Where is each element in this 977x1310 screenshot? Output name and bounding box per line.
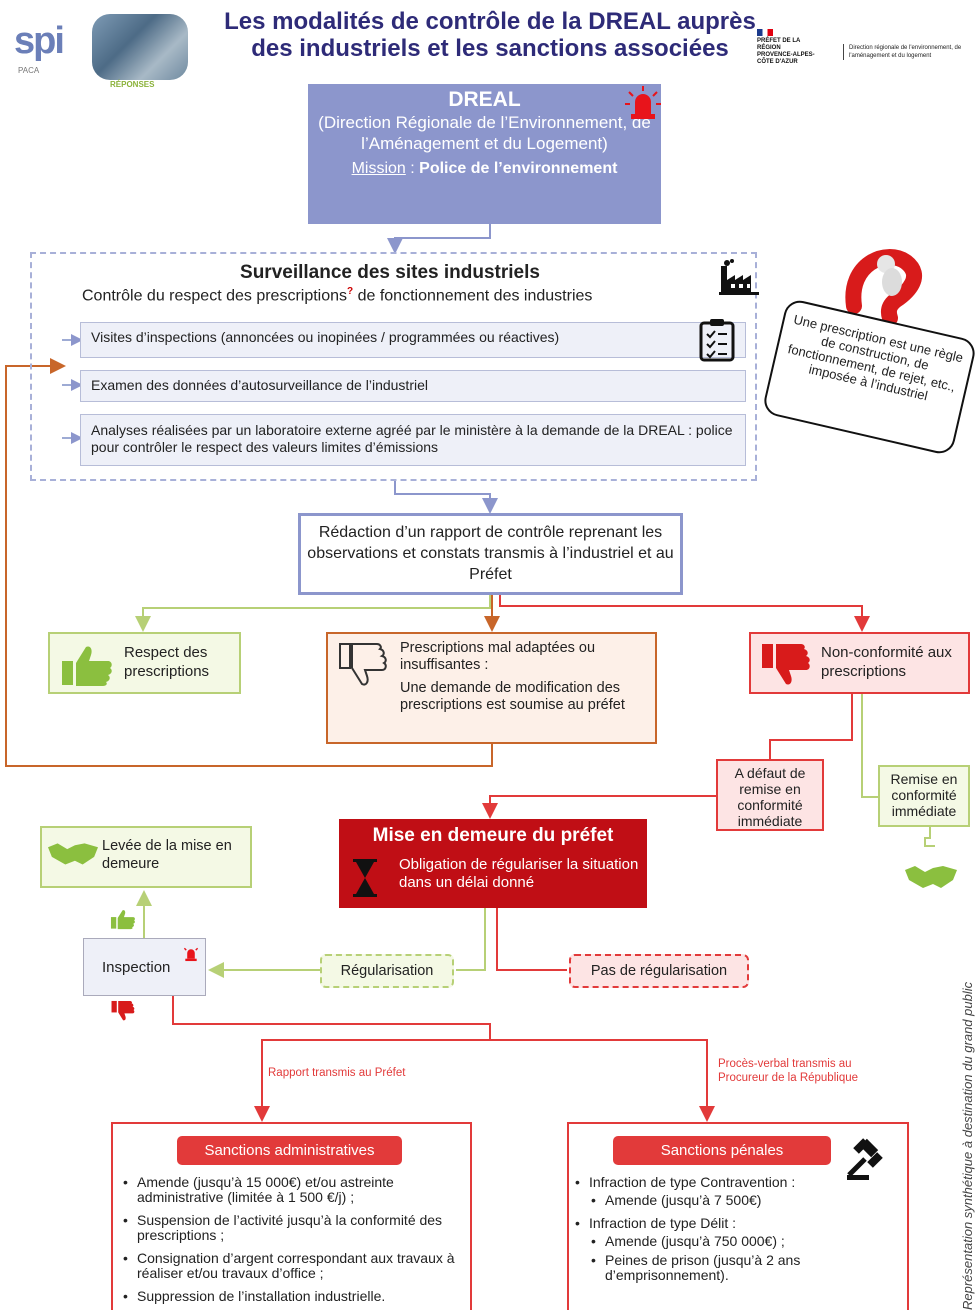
surveillance-subtitle-text: Contrôle du respect des prescriptions: [82, 287, 348, 305]
pv-procureur-label: Procès-verbal transmis au Procureur de l…: [718, 1058, 859, 1084]
sanctions-penales-title: Sanctions pénales: [613, 1136, 831, 1165]
sanctions-penales-list: Infraction de type Contravention : Amend…: [573, 1175, 899, 1283]
prefet-logo-text: PRÉFET DE LA RÉGION PROVENCE-ALPES-CÔTE …: [757, 38, 815, 65]
sanction-admin-item: Amende (jusqu’à 15 000€) et/ou astreinte…: [121, 1175, 462, 1205]
mise-en-demeure-box: Mise en demeure du préfet Obligation de …: [339, 819, 647, 908]
marianne-flag-icon: [757, 29, 773, 36]
sanctions-administratives-box: Sanctions administratives Amende (jusqu’…: [111, 1122, 472, 1310]
infraction-contravention: Infraction de type Contravention :: [573, 1175, 899, 1191]
handshake-icon: [905, 866, 957, 888]
hourglass-icon: [353, 859, 377, 897]
paca-label: PACA: [18, 66, 40, 75]
spi-logo: spi: [14, 20, 65, 62]
sanctions-penales-box: Sanctions pénales Infraction de type Con…: [567, 1122, 909, 1310]
surveillance-frame: [30, 252, 757, 481]
mise-en-demeure-text: Obligation de régulariser la situation d…: [399, 856, 639, 891]
side-note-text: Représentation synthétique à destination…: [960, 981, 975, 1310]
reponses-label: RÉPONSES: [110, 80, 155, 89]
factory-icon: [719, 259, 759, 295]
dreal-signature: Direction régionale de l'environnement, …: [843, 44, 977, 60]
delit-amende: Amende (jusqu’à 750 000€) ;: [573, 1234, 899, 1250]
reponses-logo: [92, 14, 188, 80]
gavel-icon: [847, 1138, 883, 1180]
mission-value: Police de l’environnement: [419, 160, 618, 177]
mal-adaptees-text: Une demande de modification des prescrip…: [400, 680, 625, 713]
prescriptions-mal-adaptees-box: Prescriptions mal adaptées ou insuffisan…: [326, 632, 657, 744]
thumbs-down-outline-icon: [339, 643, 387, 686]
thumbs-down-icon: [762, 644, 810, 685]
sanctions-administratives-list: Amende (jusqu’à 15 000€) et/ou astreinte…: [121, 1175, 462, 1305]
sanction-admin-item: Consignation d’argent correspondant aux …: [121, 1251, 462, 1281]
dreal-mission: Mission : Police de l’environnement: [351, 160, 618, 177]
delit-prison: Peines de prison (jusqu’à 2 ans d’empris…: [573, 1253, 899, 1283]
title-line-2: des industriels et les sanctions associé…: [251, 35, 729, 62]
small-thumbs-up-icon: [110, 910, 135, 930]
surveillance-subtitle: Contrôle du respect des prescriptions? d…: [82, 286, 722, 305]
inspection-label: Inspection: [102, 959, 171, 976]
small-alarm-icon: [183, 947, 199, 962]
surveillance-item-visites: Visites d’inspections (annoncées ou inop…: [80, 322, 746, 358]
regularisation-box: Régularisation: [320, 954, 454, 988]
small-thumbs-down-icon: [111, 1000, 135, 1021]
sanction-admin-item: Suppression de l’installation industriel…: [121, 1289, 462, 1305]
clipboard-checklist-icon: [699, 319, 735, 362]
rapport-prefet-label: Rapport transmis au Préfet: [268, 1067, 406, 1079]
dreal-name: DREAL: [448, 88, 521, 111]
title-line-1: Les modalités de contrôle de la DREAL au…: [224, 8, 756, 35]
non-conformite-label: Non-conformité aux prescriptions: [821, 644, 952, 680]
mission-label: Mission: [351, 160, 406, 177]
a-defaut-conformite-box: A défaut de remise en conformité immédia…: [716, 759, 824, 831]
pas-regularisation-box: Pas de régularisation: [569, 954, 749, 988]
infraction-delit: Infraction de type Délit :: [573, 1216, 899, 1232]
respect-prescriptions-label: Respect des prescriptions: [124, 644, 210, 680]
dreal-box: DREAL (Direction Régionale de l’Environn…: [308, 84, 661, 224]
page-title: Les modalités de contrôle de la DREAL au…: [215, 8, 765, 62]
surveillance-title: Surveillance des sites industriels: [240, 262, 540, 283]
handshake-icon-levee: [48, 843, 98, 865]
surveillance-subtitle-end: de fonctionnement des industries: [353, 287, 593, 305]
thumbs-up-icon: [62, 646, 112, 686]
side-note: Représentation synthétique à destination…: [958, 960, 976, 1310]
contravention-amende: Amende (jusqu’à 7 500€): [573, 1193, 899, 1209]
surveillance-item-analyses: Analyses réalisées par un laboratoire ex…: [80, 414, 746, 466]
sanctions-administratives-title: Sanctions administratives: [177, 1136, 402, 1165]
alarm-icon: [625, 86, 661, 119]
question-mark-figure-icon: [845, 249, 922, 324]
levee-label: Levée de la mise en demeure: [102, 838, 232, 872]
surveillance-item-examen: Examen des données d’autosurveillance de…: [80, 370, 746, 402]
mal-adaptees-title: Prescriptions mal adaptées ou insuffisan…: [400, 640, 596, 673]
dreal-full-name: (Direction Régionale de l’Environnement,…: [318, 113, 651, 153]
prescription-mark: ?: [347, 286, 354, 297]
rapport-controle-box: Rédaction d’un rapport de contrôle repre…: [298, 513, 683, 595]
inspection-box: Inspection: [83, 938, 206, 996]
mise-en-demeure-title: Mise en demeure du préfet: [372, 825, 614, 846]
remise-conformite-box: Remise en conformité immédiate: [878, 765, 970, 827]
sanction-admin-item: Suspension de l’activité jusqu’à la conf…: [121, 1213, 462, 1243]
